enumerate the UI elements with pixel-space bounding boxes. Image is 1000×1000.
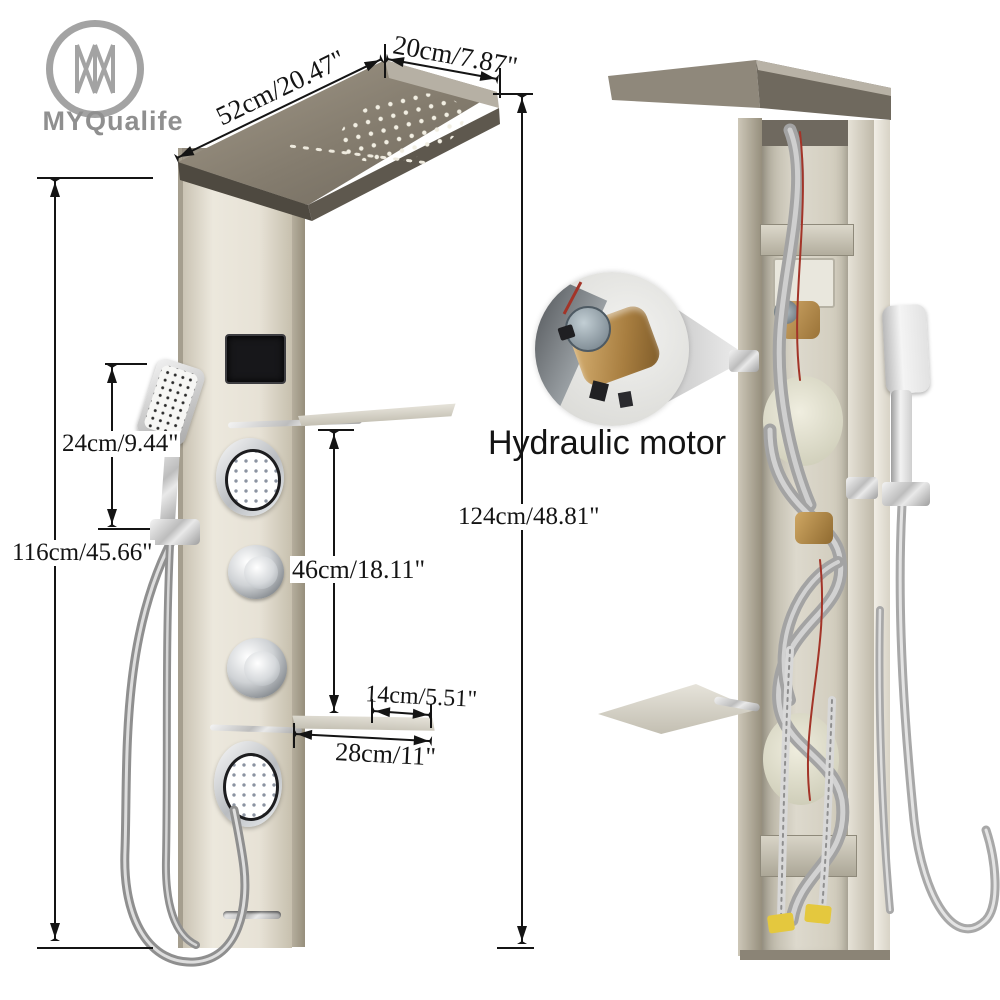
dim-tick [105,363,147,365]
dim-tick [371,699,373,723]
hand-shower-head-right [881,303,931,395]
back-view-shelf [598,684,756,734]
dim-label-handheld: 24cm/9.44" [60,430,181,458]
dim-label-panel-height: 116cm/45.66" [10,539,155,567]
callout-target-fitting [729,350,759,372]
dim-tick [499,68,501,98]
temperature-knob-cap [244,651,280,686]
shower-panel-left-edge [178,148,183,948]
dim-label-mid-section: 46cm/18.11" [290,555,428,584]
back-canopy [598,48,898,140]
dim-tick [293,723,295,748]
back-panel-left-wall [738,118,762,956]
hand-shower-bracket-left [150,519,200,545]
dim-tick [37,947,153,949]
dim-tick [98,528,150,530]
callout-clip-2 [617,390,634,409]
dim-label-total-height: 124cm/48.81" [456,503,602,531]
hand-shower-handle-right [891,390,912,486]
brass-tee-fitting [795,512,833,544]
side-outlet-fitting [846,477,878,499]
dim-tick [430,704,432,728]
lattice-monogram-icon [75,44,115,94]
upper-cross-brace [760,224,854,256]
dim-arrow-shelf-depth [371,705,432,721]
upper-glass-shelf [298,404,457,427]
back-panel-bottom-cap [740,950,890,960]
hydraulic-motor-callout-bubble [535,272,689,426]
shower-panel-side-face [292,150,305,947]
back-panel-top-opening [762,120,848,146]
diverter-knob-cap [244,556,278,589]
dim-tick [37,177,153,179]
callout-clip-1 [589,380,609,402]
body-jet-lower-face [223,753,279,821]
hand-shower-bracket-right [882,482,930,506]
hand-shower-hose-right [858,490,1000,960]
dim-tick [318,429,354,431]
back-panel-right-flange [848,120,874,954]
dim-label-shelf-width: 28cm/11" [334,737,437,772]
hydraulic-motor-label: Hydraulic motor [488,424,727,462]
brand-logo-text: MYQualife [42,106,184,136]
dim-tick [493,93,533,95]
dim-tick [497,947,534,949]
hand-shower-hose-left [90,520,300,985]
lcd-display [225,334,286,384]
waterfall-spout [223,911,281,919]
brand-logo: MYQualife [40,18,190,138]
inlet-cap-hot [804,903,832,925]
inlet-cap-cold [766,912,796,934]
dim-tick [384,44,386,78]
brand-logo-icon [46,20,144,118]
body-jet-upper-face [225,449,281,511]
